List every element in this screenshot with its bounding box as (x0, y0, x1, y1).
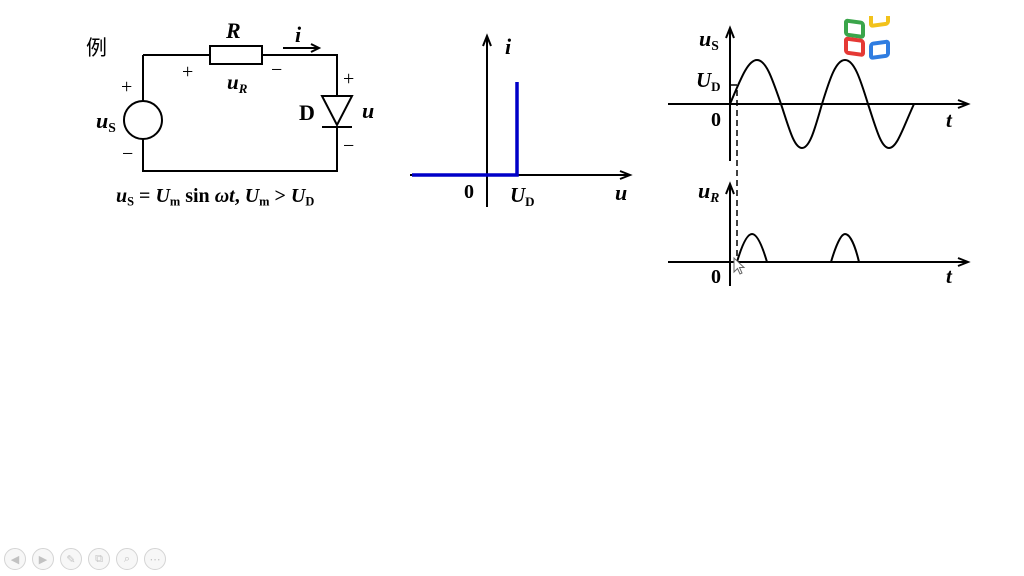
iv-origin-label: 0 (464, 181, 474, 203)
circuit-wire-top-right (262, 54, 338, 96)
zoom-button[interactable]: ⌕ (116, 548, 138, 570)
diode-plus-sign: + (343, 68, 355, 90)
diode-symbol (320, 95, 354, 128)
iv-curve (412, 82, 519, 177)
resistor-symbol (209, 45, 263, 65)
resistor-label: R (226, 18, 241, 43)
zoom-icon: ⌕ (123, 552, 131, 565)
previous-slide-button[interactable]: ◀ (4, 548, 26, 570)
ud-level-label: UD (696, 68, 721, 94)
ur-time-label: t (946, 264, 952, 288)
ur-origin-label: 0 (711, 266, 721, 288)
iv-threshold-label: UD (510, 183, 535, 209)
logo-yellow-square (869, 16, 890, 28)
circuit-diagram (123, 43, 354, 172)
us-time-arrow (957, 99, 971, 109)
us-time-label: t (946, 108, 952, 132)
pen-tool-button[interactable]: ✎ (60, 548, 82, 570)
circuit-wire-left-bottom (142, 127, 338, 172)
current-arrow (283, 43, 322, 53)
ur-voltage-label: uR (227, 70, 248, 96)
diode-minus-sign: − (343, 135, 355, 157)
ur-time-arrow (957, 257, 971, 267)
ur-half-wave-1 (736, 232, 768, 263)
ur-waveform-plot (668, 90, 971, 286)
copy-icon: ⧉ (95, 552, 103, 565)
four-color-logo (844, 16, 890, 60)
iv-x-axis-label: u (615, 180, 628, 205)
resistor-plus-sign: + (182, 61, 194, 83)
logo-blue-square (869, 39, 890, 60)
pen-icon: ✎ (66, 552, 76, 566)
iv-characteristic-plot (410, 33, 633, 207)
voltage-source-symbol (123, 100, 163, 140)
source-voltage-label: uS (96, 108, 116, 136)
resistor-minus-sign: − (271, 59, 283, 81)
logo-red-square (844, 36, 865, 57)
more-icon: ⋯ (149, 552, 161, 566)
mouse-cursor-icon (733, 256, 746, 275)
slide-sorter-button[interactable]: ⧉ (88, 548, 110, 570)
source-equation: uS = Um sin ωt, Um > UD (116, 185, 315, 209)
us-vertical-arrow (725, 25, 735, 39)
next-slide-button[interactable]: ▶ (32, 548, 54, 570)
diode-voltage-label: u (362, 98, 375, 123)
iv-y-arrow (482, 33, 492, 47)
us-origin-label: 0 (711, 109, 721, 131)
ur-vertical-arrow (725, 181, 735, 195)
iv-x-arrow (619, 170, 633, 180)
ur-half-wave-2 (830, 232, 860, 263)
source-minus-sign: − (122, 143, 134, 165)
example-label: 例 (86, 36, 107, 60)
us-sine-wave (729, 58, 915, 150)
previous-icon: ◀ (10, 552, 20, 566)
us-axis-label: uS (699, 26, 719, 54)
ur-axis-label: uR (698, 178, 720, 206)
presentation-toolbar: ◀ ▶ ✎ ⧉ ⌕ ⋯ (4, 548, 166, 572)
us-waveform-plot (668, 25, 971, 161)
next-icon: ▶ (38, 552, 48, 566)
source-plus-sign: + (121, 76, 133, 98)
iv-y-axis-label: i (505, 34, 512, 59)
current-label: i (295, 22, 302, 47)
diode-label: D (299, 100, 315, 125)
logo-green-square (844, 18, 865, 39)
more-options-button[interactable]: ⋯ (144, 548, 166, 570)
